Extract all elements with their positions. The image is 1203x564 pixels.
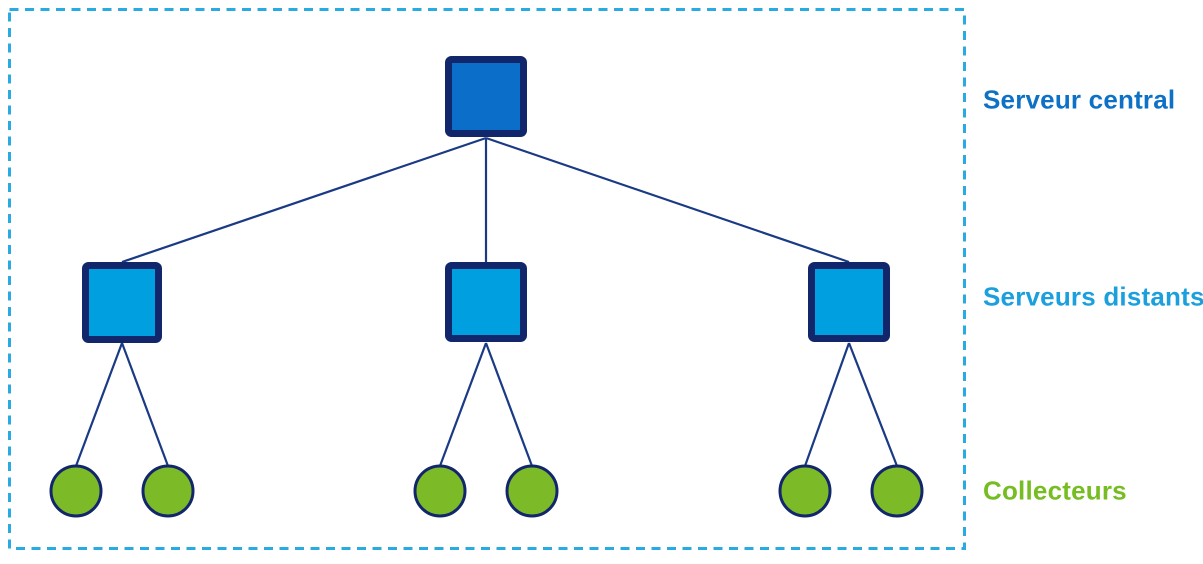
connector-remote-left-to-collector-1	[74, 342, 124, 467]
collector-node-2	[141, 464, 195, 518]
collector-node-4	[505, 464, 559, 518]
collector-node-1	[49, 464, 103, 518]
connector-remote-right-to-collector-5	[803, 342, 851, 467]
collector-node-5	[778, 464, 832, 518]
connector-central-to-remote-left	[121, 136, 487, 264]
remote-server-node-left	[82, 262, 162, 343]
connector-central-to-remote-right	[485, 136, 850, 264]
collector-node-6	[870, 464, 924, 518]
connector-remote-right-to-collector-6	[847, 342, 899, 467]
connector-remote-middle-to-collector-3	[438, 342, 488, 467]
central-server-node	[445, 56, 527, 137]
dashed-frame	[8, 8, 966, 550]
remote-server-node-middle	[445, 262, 527, 342]
remote-server-node-right	[808, 262, 890, 342]
tier-label-serveurs-distants: Serveurs distants	[983, 281, 1203, 312]
collector-node-3	[413, 464, 467, 518]
tier-label-collecteurs: Collecteurs	[983, 475, 1127, 506]
connector-remote-middle-to-collector-4	[484, 342, 534, 467]
tier-label-serveur-central: Serveur central	[983, 84, 1176, 115]
connector-remote-left-to-collector-2	[120, 342, 170, 467]
